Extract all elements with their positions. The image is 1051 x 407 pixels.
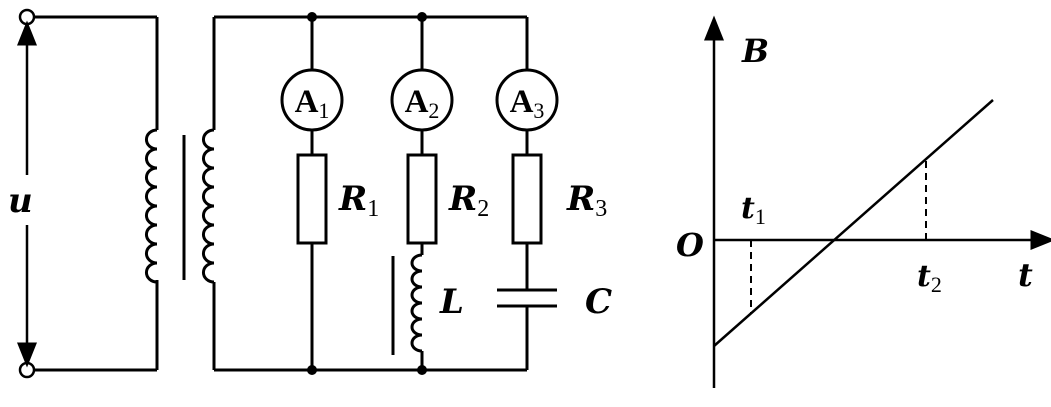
- t2-label: t2: [917, 259, 942, 297]
- y-axis-label: B: [741, 32, 769, 70]
- circuit-diagram: u A1 R1: [8, 8, 612, 379]
- secondary-wiring: [212, 15, 527, 372]
- secondary-coil: [202, 128, 215, 284]
- resistor-r2-label: R2: [448, 179, 489, 222]
- t1-label: t1: [741, 191, 766, 229]
- primary-wiring: [34, 15, 159, 372]
- b-line: [713, 99, 994, 347]
- resistor-r1: [296, 153, 328, 245]
- top-terminal: [18, 8, 36, 26]
- resistor-r3: [511, 153, 543, 245]
- resistor-r1-label: R1: [338, 179, 379, 222]
- x-axis-label: t: [1018, 256, 1033, 294]
- branch-3: A3 R3 C: [495, 17, 612, 370]
- b-t-graph: B t O t1 t2: [676, 15, 1051, 388]
- ammeter-a1-label: A1: [295, 84, 330, 123]
- capacitor-label: C: [585, 282, 612, 322]
- branch-1: A1 R1: [280, 17, 379, 370]
- resistor-r2: [406, 153, 438, 245]
- primary-coil: [145, 128, 158, 284]
- ammeter-a3-label: A3: [510, 84, 545, 123]
- inductor: [410, 253, 423, 353]
- resistor-r3-label: R3: [566, 179, 607, 222]
- ammeter-a2-label: A2: [405, 84, 440, 123]
- bottom-terminal: [18, 361, 36, 379]
- source-voltage-label: u: [8, 181, 33, 221]
- branch-2: A2 R2 L: [390, 17, 489, 370]
- inductor-label: L: [439, 282, 464, 322]
- origin-label: O: [676, 226, 704, 264]
